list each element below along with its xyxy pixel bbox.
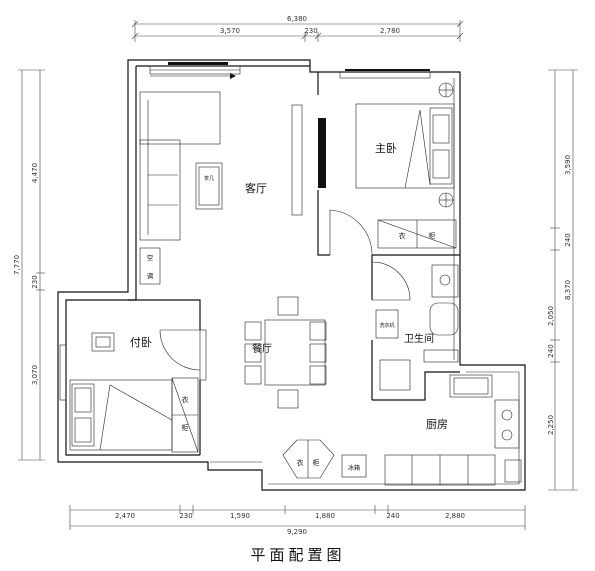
dim-top-a: 3,570 — [220, 27, 240, 35]
dim-bottom-total: 9,290 — [287, 528, 307, 536]
dim-right-e: 2,250 — [547, 415, 555, 435]
fridge-label: 冰箱 — [348, 464, 360, 472]
outer-walls — [57, 59, 526, 491]
dim-right-a: 3,590 — [564, 155, 572, 175]
dim-right-c: 2,050 — [547, 306, 555, 326]
bottom-dimensions: 2,470 230 1,590 1,880 240 2,880 9,290 — [69, 505, 526, 536]
dim-right-b: 240 — [564, 233, 572, 246]
room-second: 付卧 — [130, 336, 152, 349]
dining-table — [244, 296, 327, 409]
washer-label: 洗衣机 — [379, 322, 394, 329]
dim-bottom-b: 230 — [179, 512, 192, 520]
ac-label-tiao: 调 — [147, 271, 154, 280]
air-conditioner: 空 调 — [139, 247, 161, 285]
master-bed — [355, 82, 455, 208]
kitchen-fixtures: 冰箱 — [341, 374, 522, 486]
master-wardrobe-yi: 衣 — [399, 231, 406, 240]
plan-title: 平面配置图 — [250, 546, 345, 564]
room-master: 主卧 — [375, 142, 397, 155]
master-wardrobe-gui: 柜 — [429, 231, 436, 240]
dim-bottom-a: 2,470 — [115, 512, 135, 520]
dim-right-total: 8,370 — [564, 280, 572, 300]
room-bath: 卫生间 — [404, 332, 434, 345]
bathroom-fixtures: 洗衣机 — [375, 264, 459, 391]
right-dimensions: 3,590 240 8,370 2,050 240 2,250 — [547, 69, 578, 491]
tea-table: 茶几 — [195, 162, 223, 210]
entrance-wardrobe-gui: 柜 — [313, 458, 320, 467]
room-kitchen: 厨房 — [426, 418, 448, 431]
room-living: 客厅 — [245, 181, 267, 195]
top-dimensions: 6,380 3,570 230 2,780 — [131, 15, 464, 42]
dim-top-c: 2,780 — [380, 27, 400, 35]
dim-left-total: 7,770 — [13, 255, 21, 275]
dim-left-c: 3,070 — [31, 365, 39, 385]
dim-left-b: 230 — [31, 275, 39, 288]
master-wardrobe: 衣 柜 — [377, 219, 457, 249]
entrance-wardrobe: 衣 柜 — [282, 439, 335, 479]
dim-bottom-d: 1,880 — [315, 512, 335, 520]
second-bed — [69, 332, 173, 451]
dim-right-d: 240 — [547, 344, 555, 357]
second-wardrobe-gui: 柜 — [182, 423, 189, 432]
second-wardrobe-yi: 衣 — [182, 395, 189, 404]
left-dimensions: 4,470 7,770 230 3,070 — [13, 69, 45, 461]
second-wardrobe: 衣 柜 — [171, 377, 199, 453]
sofa — [139, 91, 221, 241]
interior-walls — [128, 72, 460, 455]
tea-table-label: 茶几 — [204, 175, 214, 182]
dim-bottom-e: 240 — [386, 512, 399, 520]
dim-top-total: 6,380 — [287, 15, 307, 23]
room-dining: 餐厅 — [252, 342, 272, 355]
dim-bottom-f: 2,880 — [445, 512, 465, 520]
dim-left-a: 4,470 — [31, 163, 39, 183]
ac-label-kong: 空 — [147, 253, 154, 262]
doors — [150, 73, 411, 381]
dim-bottom-c: 1,590 — [230, 512, 250, 520]
entrance-wardrobe-yi: 衣 — [297, 458, 304, 467]
dim-top-b: 230 — [304, 27, 317, 35]
